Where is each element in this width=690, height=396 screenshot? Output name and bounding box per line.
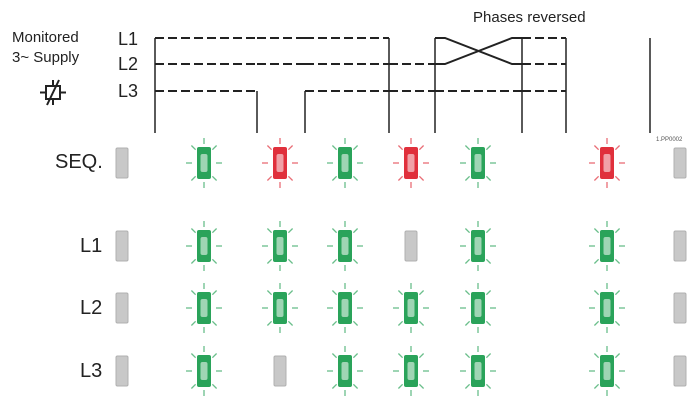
phase-timing-lines <box>155 37 566 92</box>
indicator-l3-green <box>460 346 496 396</box>
row-label-l3: L3 <box>80 360 103 382</box>
indicator-l1-green <box>589 221 625 271</box>
indicator-l3-green <box>589 346 625 396</box>
indicator-l1-off <box>673 230 687 262</box>
reversed-crossing-l2 <box>435 37 522 65</box>
indicator-l1-green <box>460 221 496 271</box>
indicator-l2-green <box>393 283 429 333</box>
indicator-grid <box>115 138 687 396</box>
indicator-l1-green <box>186 221 222 271</box>
row-label-l2: L2 <box>80 297 103 319</box>
title-line-1: Monitored <box>12 29 79 46</box>
indicator-l3-green <box>186 346 222 396</box>
indicator-l3-off <box>115 355 129 387</box>
indicator-l1-green <box>327 221 363 271</box>
phase-label-l2: L2 <box>118 54 139 74</box>
indicator-seq-off <box>673 147 687 179</box>
relay-coil-icon <box>40 79 66 106</box>
indicator-l3-green <box>327 346 363 396</box>
indicator-l2-green <box>186 283 222 333</box>
indicator-l2-off <box>673 292 687 324</box>
indicator-l3-green <box>393 346 429 396</box>
indicator-seq-green <box>460 138 496 188</box>
indicator-seq-red <box>393 138 429 188</box>
row-label-l1: L1 <box>80 235 103 257</box>
indicator-l1-off <box>115 230 129 262</box>
indicator-l2-green <box>460 283 496 333</box>
interval-boundaries <box>154 38 651 133</box>
figure-code: 1.PP0002 <box>656 137 683 143</box>
indicator-l2-green <box>589 283 625 333</box>
title-line-2: 3~ Supply <box>12 49 80 66</box>
indicator-l2-off <box>115 292 129 324</box>
indicator-l2-green <box>327 283 363 333</box>
indicator-seq-red <box>262 138 298 188</box>
indicator-seq-red <box>589 138 625 188</box>
phase-label-l3: L3 <box>118 81 139 101</box>
indicator-l1-green <box>262 221 298 271</box>
indicator-l3-off <box>673 355 687 387</box>
phases-reversed-annotation: Phases reversed <box>473 9 586 26</box>
row-label-seq: SEQ. <box>55 151 103 173</box>
indicator-seq-off <box>115 147 129 179</box>
indicator-seq-green <box>186 138 222 188</box>
indicator-l2-green <box>262 283 298 333</box>
indicator-l3-off <box>273 355 287 387</box>
indicator-seq-green <box>327 138 363 188</box>
phase-label-l1: L1 <box>118 29 139 49</box>
indicator-l1-off <box>404 230 418 262</box>
